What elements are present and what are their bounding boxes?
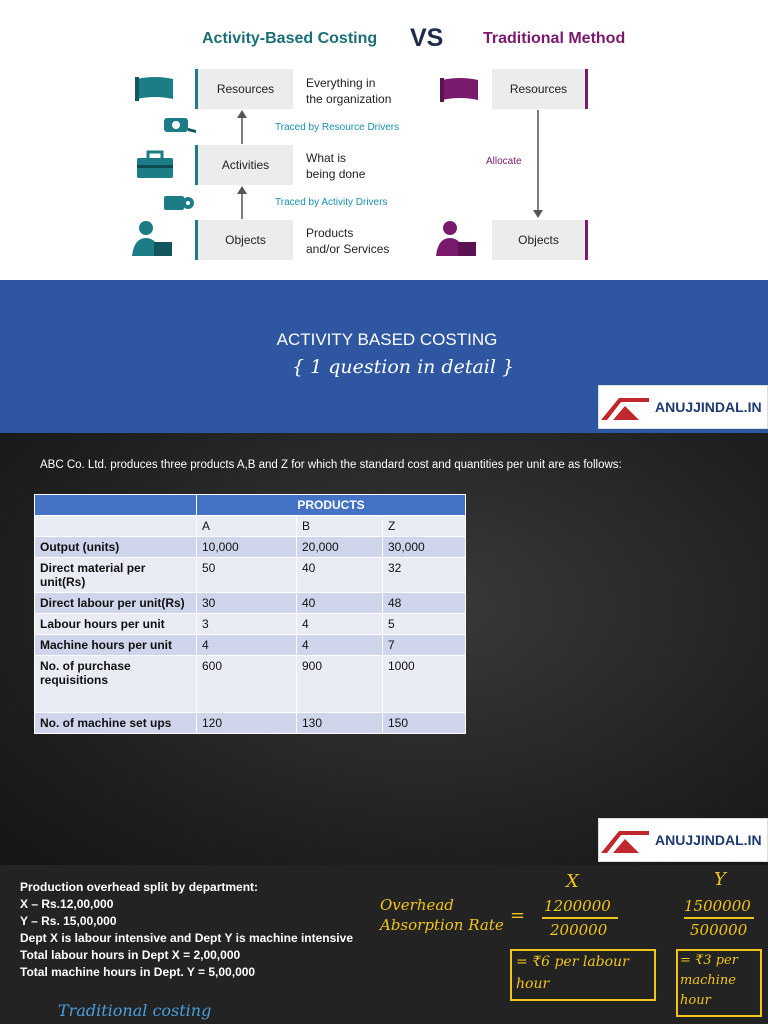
objects-description: Products and/or Services: [306, 226, 390, 256]
resources-description: Everything in the organization: [306, 76, 392, 106]
logo: ANUJJINDAL.IN: [598, 818, 768, 862]
banner-title: ACTIVITY BASED COSTING: [276, 330, 498, 349]
table-cell: 48: [382, 592, 466, 614]
table-cell: 900: [296, 655, 383, 713]
table-row: Labour hours per unit 3 4 5: [34, 613, 466, 635]
y-note: Y: [714, 869, 726, 890]
table-row: Output (units) 10,000 20,000 30,000: [34, 536, 466, 558]
abc-title: Activity-Based Costing: [202, 30, 378, 47]
x-numerator: 1200000: [544, 897, 611, 915]
abc-box-activities: Activities: [195, 145, 293, 185]
y-numerator: 1500000: [684, 897, 751, 915]
traditional-box-resources: Resources: [492, 69, 588, 109]
table-cell: 40: [296, 592, 383, 614]
fraction-line: [542, 917, 618, 919]
table-cell: 20,000: [296, 536, 383, 558]
column-header: Z: [382, 515, 466, 537]
row-label: Machine hours per unit: [34, 634, 197, 656]
banner-handwriting: { 1 question in detail }: [292, 356, 515, 378]
logo-text: ANUJJINDAL.IN: [655, 832, 762, 848]
column-header: A: [196, 515, 297, 537]
products-header: PRODUCTS: [196, 494, 466, 516]
overhead-line: X – Rs.12,00,000: [20, 897, 114, 911]
traditional-title: Traditional Method: [483, 30, 626, 47]
overhead-text: Production overhead split by department:…: [20, 879, 353, 981]
table-cell: 40: [296, 557, 383, 593]
overhead-line: Y – Rs. 15,00,000: [20, 914, 117, 928]
logo: ANUJJINDAL.IN: [598, 385, 768, 429]
overhead-line: Production overhead split by department:: [20, 880, 259, 894]
table-cell: 4: [296, 634, 383, 656]
table-row: Direct labour per unit(Rs) 30 40 48: [34, 592, 466, 614]
table-cell: 30,000: [382, 536, 466, 558]
comparison-slide: Activity-Based Costing VS Traditional Me…: [0, 0, 768, 280]
title-banner: ACTIVITY BASED COSTING { 1 question in d…: [0, 280, 768, 433]
logo-mark-icon: [601, 398, 649, 420]
person-box-icon: [436, 221, 476, 256]
table-cell: [34, 515, 197, 537]
row-label: Output (units): [34, 536, 197, 558]
row-label: Labour hours per unit: [34, 613, 197, 635]
arrow-down-icon: [533, 110, 543, 218]
tape-measure-icon: [164, 118, 196, 133]
person-box-icon: [132, 221, 172, 256]
table-row: Direct material per unit(Rs) 50 40 32: [34, 557, 466, 593]
row-label: Direct material per unit(Rs): [34, 557, 197, 593]
table-cell: 1000: [382, 655, 466, 713]
table-row: No. of machine set ups 120 130 150: [34, 712, 466, 734]
row-label: Direct labour per unit(Rs): [34, 592, 197, 614]
table-cell: 30: [196, 592, 297, 614]
table-row: Machine hours per unit 4 4 7: [34, 634, 466, 656]
fraction-line: [684, 917, 754, 919]
table-cell: 150: [382, 712, 466, 734]
header-blank: [34, 494, 197, 516]
row-label: No. of purchase requisitions: [34, 655, 197, 713]
y-result-box: = ₹3 per machine hour: [676, 949, 762, 1017]
column-header: B: [296, 515, 383, 537]
overhead-line: Total labour hours in Dept X = 2,00,000: [20, 948, 241, 962]
abc-box-resources: Resources: [195, 69, 293, 109]
traditional-box-objects: Objects: [492, 220, 588, 260]
table-cell: 120: [196, 712, 297, 734]
logo-mark-icon: [601, 831, 649, 853]
table-cell: 7: [382, 634, 466, 656]
table-cell: 130: [296, 712, 383, 734]
overhead-line: Total machine hours in Dept. Y = 5,00,00…: [20, 965, 256, 979]
overhead-slide: Production overhead split by department:…: [0, 865, 768, 1024]
table-cell: 50: [196, 557, 297, 593]
activity-drivers-label: Traced by Activity Drivers: [275, 197, 388, 208]
abc-box-objects: Objects: [195, 220, 293, 260]
table-cell: 5: [382, 613, 466, 635]
products-table: PRODUCTS A B Z Output (units) 10,000 20,…: [34, 494, 466, 734]
money-icon: [440, 78, 478, 102]
vs-label: VS: [410, 24, 444, 52]
arrow-up-icon: [237, 186, 247, 219]
table-cell: 10,000: [196, 536, 297, 558]
x-denominator: 200000: [550, 921, 608, 939]
x-result-box: = ₹6 per labour hour: [510, 949, 656, 1001]
table-cell: 4: [196, 634, 297, 656]
toolbox-tape-icon: [164, 196, 194, 210]
table-row: No. of purchase requisitions 600 900 100…: [34, 655, 466, 713]
table-cell: 32: [382, 557, 466, 593]
resource-drivers-label: Traced by Resource Drivers: [275, 122, 400, 133]
traditional-costing-note: Traditional costing: [58, 1001, 212, 1020]
arrow-up-icon: [237, 110, 247, 144]
y-denominator: 500000: [690, 921, 748, 939]
table-cell: 4: [296, 613, 383, 635]
row-label: No. of machine set ups: [34, 712, 197, 734]
equals-note: =: [510, 905, 526, 926]
oar-note: Overhead Absorption Rate: [380, 896, 504, 934]
activities-description: What is being done: [306, 151, 366, 181]
allocate-label: Allocate: [486, 156, 522, 167]
x-note: X: [566, 871, 579, 892]
problem-slide: ABC Co. Ltd. produces three products A,B…: [0, 433, 768, 865]
logo-text: ANUJJINDAL.IN: [655, 399, 762, 415]
toolbox-icon: [137, 150, 173, 178]
table-cell: 3: [196, 613, 297, 635]
overhead-line: Dept X is labour intensive and Dept Y is…: [20, 931, 353, 945]
table-cell: 600: [196, 655, 297, 713]
money-icon: [135, 77, 173, 101]
problem-text: ABC Co. Ltd. produces three products A,B…: [40, 459, 622, 471]
